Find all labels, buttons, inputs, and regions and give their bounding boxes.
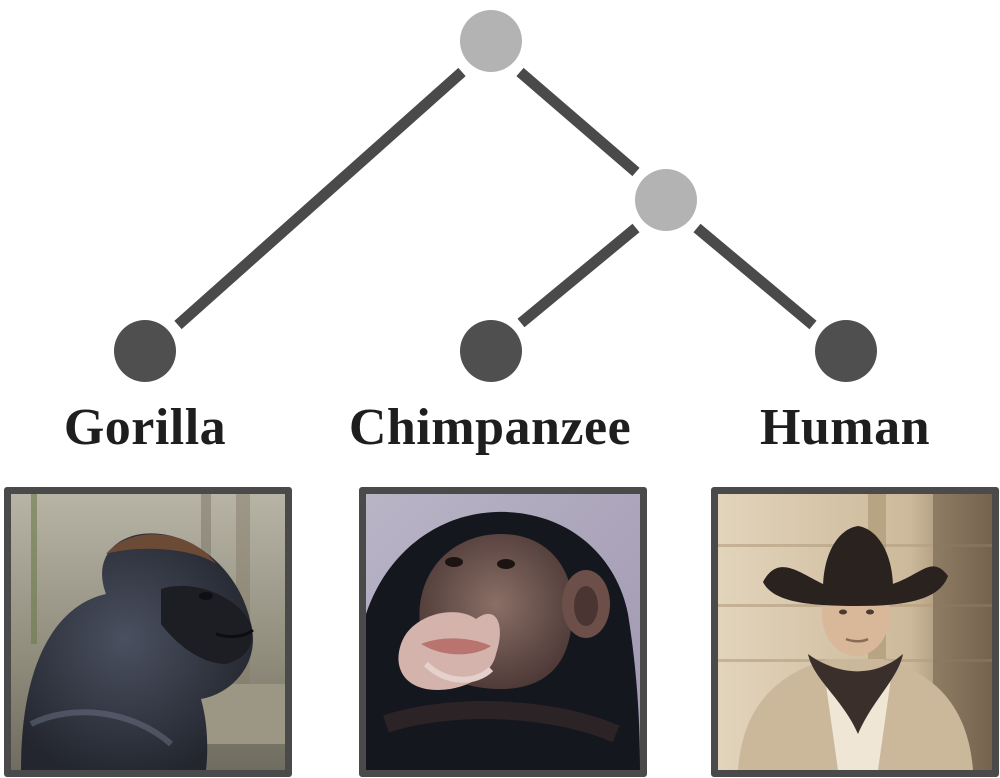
human-cowboy-photo bbox=[711, 487, 999, 777]
edge-root-gorilla bbox=[174, 67, 466, 330]
gorilla-photo bbox=[4, 487, 292, 777]
chimpanzee-photo bbox=[359, 487, 647, 777]
edge-node2-chimpanzee bbox=[517, 223, 640, 328]
edge-root-node2 bbox=[516, 67, 640, 177]
internal-node bbox=[635, 169, 697, 231]
phylogenetic-tree bbox=[114, 10, 877, 382]
label-gorilla: Gorilla bbox=[63, 399, 227, 456]
edge-node2-human bbox=[693, 223, 817, 330]
leaf-node-chimpanzee bbox=[460, 320, 522, 382]
label-chimpanzee: Chimpanzee bbox=[348, 399, 632, 456]
label-human: Human bbox=[759, 399, 931, 456]
leaf-node-gorilla bbox=[114, 320, 176, 382]
leaf-node-human bbox=[815, 320, 877, 382]
root-node bbox=[460, 10, 522, 72]
